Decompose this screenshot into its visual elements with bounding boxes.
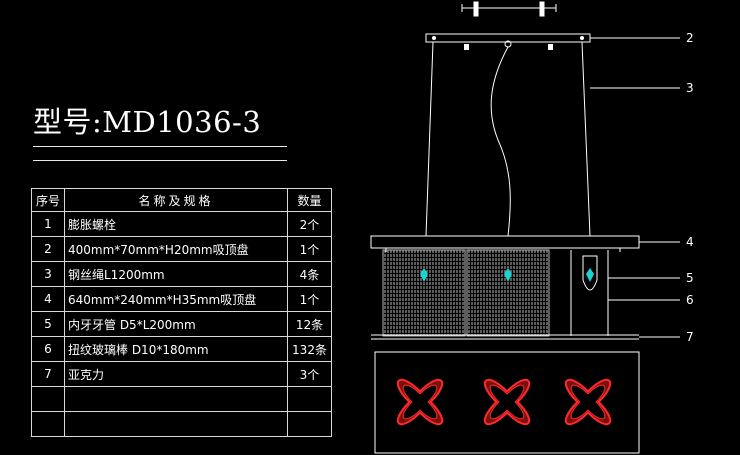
row-name: 扭纹玻璃棒 D10*180mm: [64, 336, 288, 362]
row-qty: 3个: [287, 361, 332, 387]
callout-7: 7: [686, 330, 694, 344]
table-row: 5 内牙牙管 D5*L200mm 12条: [31, 311, 332, 337]
row-qty: 132条: [287, 336, 332, 362]
table-row: 1 膨胀螺栓 2个: [31, 211, 332, 237]
acrylic-shape-inner: [489, 384, 525, 420]
row-no: 7: [31, 361, 65, 387]
callout-2: 2: [686, 31, 694, 45]
row-no: [31, 411, 65, 437]
callout-5: 5: [686, 271, 694, 285]
row-name: [64, 411, 288, 437]
title-rule-bottom: [33, 160, 287, 161]
table-header-row: 序号 名称及规格 数量: [31, 188, 332, 212]
threaded-tube-frame: [570, 250, 609, 336]
model-title: 型号:MD1036-3: [33, 105, 262, 139]
row-no: 4: [31, 286, 65, 312]
parts-table: 序号 名称及规格 数量 1 膨胀螺栓 2个 2 400mm*70mm*H20mm…: [31, 188, 332, 437]
acrylic-shape-inner: [402, 384, 438, 420]
row-no: 6: [31, 336, 65, 362]
crystal-drops: [420, 268, 594, 282]
acrylic-plate: [371, 334, 639, 340]
acrylic-shapes: [397, 379, 611, 425]
table-row: 7 亚克力 3个: [31, 361, 332, 387]
row-qty: 1个: [287, 236, 332, 262]
row-name: 内牙牙管 D5*L200mm: [64, 311, 288, 337]
table-row: 3 钢丝绳L1200mm 4条: [31, 261, 332, 287]
row-qty: [287, 386, 332, 412]
table-row: 4 640mm*240mm*H35mm吸顶盘 1个: [31, 286, 332, 312]
row-name: [64, 386, 288, 412]
row-qty: [287, 411, 332, 437]
row-name: 640mm*240mm*H35mm吸顶盘: [64, 286, 288, 312]
header-qty: 数量: [287, 188, 332, 212]
callout-4: 4: [686, 235, 694, 249]
row-no: [31, 386, 65, 412]
row-name: 膨胀螺栓: [64, 211, 288, 237]
header-no: 序号: [31, 188, 65, 212]
title-rule-top: [33, 146, 287, 147]
row-name: 钢丝绳L1200mm: [64, 261, 288, 287]
header-name: 名称及规格: [64, 188, 288, 212]
table-row: 2 400mm*70mm*H20mm吸顶盘 1个: [31, 236, 332, 262]
row-no: 5: [31, 311, 65, 337]
row-qty: 2个: [287, 211, 332, 237]
row-no: 1: [31, 211, 65, 237]
top-bracket: [461, 1, 557, 17]
steel-wires: [425, 41, 591, 237]
leader-lines: [590, 37, 680, 338]
bottom-view-frame: [374, 351, 640, 454]
callout-3: 3: [686, 81, 694, 95]
row-qty: 4条: [287, 261, 332, 287]
table-row: 6 扭纹玻璃棒 D10*180mm 132条: [31, 336, 332, 362]
row-name: 亚克力: [64, 361, 288, 387]
acrylic-shape-inner: [570, 384, 606, 420]
row-name: 400mm*70mm*H20mm吸顶盘: [64, 236, 288, 262]
row-no: 3: [31, 261, 65, 287]
row-no: 2: [31, 236, 65, 262]
table-row: [31, 411, 332, 437]
table-row: [31, 386, 332, 412]
row-qty: 1个: [287, 286, 332, 312]
glass-rod-banks: [382, 249, 550, 337]
callout-6: 6: [686, 293, 694, 307]
row-qty: 12条: [287, 311, 332, 337]
